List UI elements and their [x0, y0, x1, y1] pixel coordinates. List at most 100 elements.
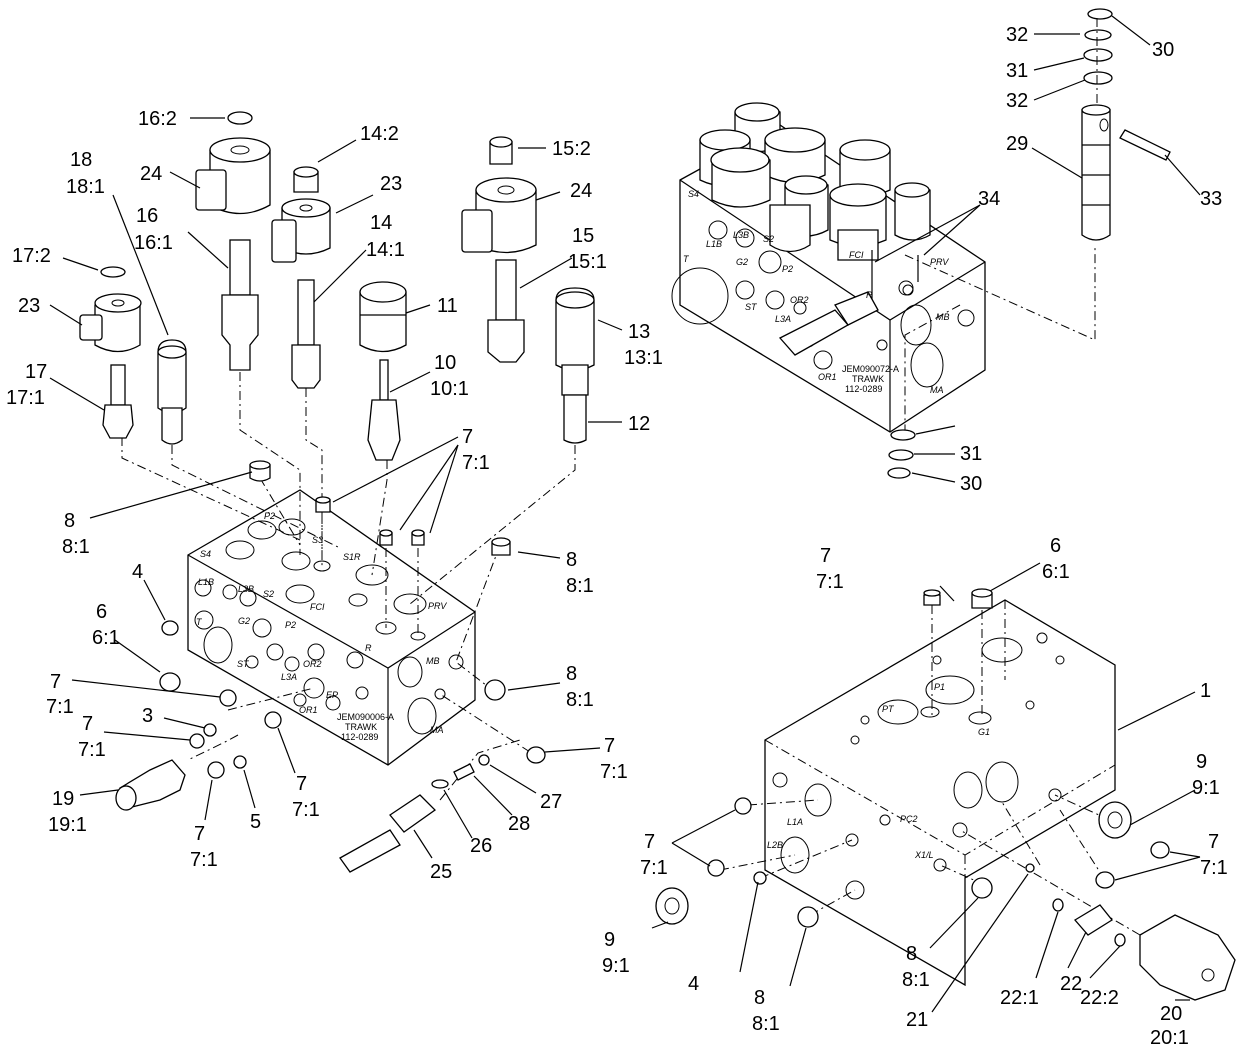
valve-18 [157, 339, 187, 445]
callout-label: 10:1 [430, 378, 469, 400]
port-label: MA [430, 725, 444, 735]
callout-labels: 16:2 14:2 15:2 18 18:1 24 23 24 16 16:1 … [6, 24, 1228, 1049]
callout-label: 8 [64, 510, 75, 532]
valve-16 [195, 111, 271, 371]
callout-label: 34 [978, 188, 1000, 210]
callout-label: 33 [1200, 188, 1222, 210]
port-label: PRV [428, 601, 447, 611]
callout-label: 6:1 [92, 627, 120, 649]
callout-label: 18:1 [66, 176, 105, 198]
callout-label: 8 [906, 943, 917, 965]
block-stamp-line: TRAWK [345, 722, 377, 732]
port-label: X1/L [914, 850, 934, 860]
callout-label: 15:1 [568, 251, 607, 273]
callout-label: 4 [132, 561, 143, 583]
callout-label: 8 [566, 549, 577, 571]
callout-label: 7:1 [1200, 857, 1228, 879]
port-label: PC2 [900, 814, 918, 824]
callout-label: 13 [628, 321, 650, 343]
port-label: FCI [849, 250, 864, 260]
callout-label: 21 [906, 1009, 928, 1031]
port-label: MB [936, 312, 950, 322]
callout-label: 32 [1006, 24, 1028, 46]
callout-label: 7 [82, 713, 93, 735]
port-label: G2 [736, 257, 748, 267]
port-label: OR2 [790, 295, 809, 305]
assembled-block: S4 L1B L3B S2 T G2 P2 ST OR2 L3A FCI PRV… [671, 102, 1096, 479]
callout-label: 16:1 [134, 232, 173, 254]
port-label: EP [326, 690, 338, 700]
port-label: P2 [264, 511, 275, 521]
callout-label: 10 [434, 352, 456, 374]
port-label: P2 [782, 264, 793, 274]
port-label: FCI [310, 602, 325, 612]
callout-label: 32 [1006, 90, 1028, 112]
callout-label: 9 [1196, 751, 1207, 773]
port-label: L3B [238, 584, 254, 594]
callout-label: 23 [380, 173, 402, 195]
callout-label: 7:1 [462, 452, 490, 474]
callout-label: 13:1 [624, 347, 663, 369]
block-stamp-line: 112-0289 [341, 732, 378, 742]
callout-label: 17 [25, 361, 47, 383]
leader-lines [49, 15, 1201, 1013]
callout-label: 16 [136, 205, 158, 227]
port-label: L1B [706, 239, 722, 249]
callout-label: 31 [1006, 60, 1028, 82]
spool-29-assembly [1081, 8, 1171, 241]
callout-label: 7:1 [78, 739, 106, 761]
callout-label: 24 [570, 180, 592, 202]
port-label: OR2 [303, 659, 322, 669]
port-label: S4 [688, 189, 699, 199]
valve-14 [271, 166, 331, 389]
port-label: T [196, 617, 203, 627]
valve-17 [79, 266, 142, 439]
callout-label: 11 [437, 295, 458, 317]
callout-label: 25 [430, 861, 452, 883]
assembly-centerlines-main [121, 372, 576, 801]
port-label: OR1 [299, 705, 318, 715]
port-label: MA [930, 385, 944, 395]
callout-label: 9 [604, 929, 615, 951]
callout-label: 8 [566, 663, 577, 685]
callout-label: 15 [572, 225, 594, 247]
valve-15 [461, 136, 537, 363]
callout-label: 12 [628, 413, 650, 435]
callout-label: 31 [960, 443, 982, 465]
callout-label: 7 [604, 735, 615, 757]
callout-label: 22:1 [1000, 987, 1039, 1009]
callout-label: 7:1 [640, 857, 668, 879]
callout-label: 15:2 [552, 138, 591, 160]
callout-label: 7 [462, 426, 473, 448]
port-label: G1 [978, 727, 990, 737]
callout-label: 8:1 [566, 689, 594, 711]
callout-label: 19 [52, 788, 74, 810]
callout-label: 7:1 [292, 799, 320, 821]
callout-label: 4 [688, 973, 699, 995]
port-label: S3 [312, 535, 323, 545]
valve-11-10 [359, 281, 407, 461]
callout-label: 26 [470, 835, 492, 857]
port-label: ST [745, 302, 758, 312]
callout-label: 22:2 [1080, 987, 1119, 1009]
callout-label: 14:2 [360, 123, 399, 145]
callout-label: 14 [370, 212, 392, 234]
callout-label: 17:1 [6, 387, 45, 409]
port-label: R [866, 290, 873, 300]
callout-label: 7:1 [816, 571, 844, 593]
port-label: S1R [343, 552, 361, 562]
port-label: L3B [733, 230, 749, 240]
port-label: L3A [775, 314, 791, 324]
block-stamp-line: TRAWK [852, 374, 884, 384]
callout-label: 20:1 [1150, 1027, 1189, 1049]
callout-label: 14:1 [366, 239, 405, 261]
callout-label: 18 [70, 149, 92, 171]
callout-label: 7 [1208, 831, 1219, 853]
port-label: L1A [787, 817, 803, 827]
callout-label: 6 [96, 601, 107, 623]
port-label: P1 [934, 682, 945, 692]
port-label: ST [237, 659, 250, 669]
main-manifold-block: S4 P2 S3 S1R L1B L3B S2 T G2 P2 ST OR2 L… [187, 489, 476, 766]
callout-label: 17:2 [12, 245, 51, 267]
port-label: G2 [238, 616, 250, 626]
